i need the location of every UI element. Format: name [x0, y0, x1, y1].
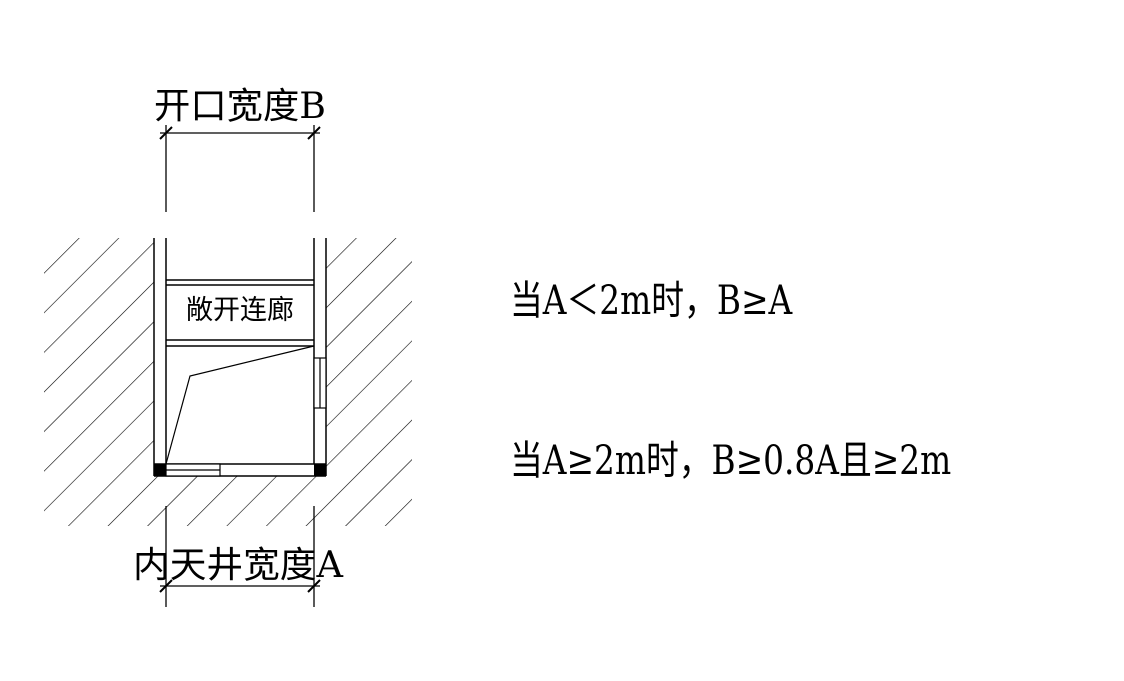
dim-top-label: 开口宽度B — [154, 86, 326, 127]
door-opening — [165, 345, 315, 477]
dimension-courtyard-width — [159, 506, 321, 607]
corridor-label: 敞开连廊 — [186, 295, 294, 326]
dimension-opening-width — [159, 125, 321, 212]
courtyard-walls — [153, 238, 327, 477]
bottom-hatched-base — [154, 476, 326, 526]
window-opening — [313, 357, 327, 409]
right-hatched-wall — [326, 238, 412, 526]
corner-column-right — [314, 464, 326, 476]
corner-column-left — [154, 464, 166, 476]
dim-bottom-label: 内天井宽度A — [133, 545, 344, 586]
rule-narrow-courtyard: 当A＜2m时，B≥A — [510, 278, 793, 324]
left-hatched-wall — [44, 238, 154, 526]
rule-wide-courtyard: 当A≥2m时，B≥0.8A且≥2m — [510, 438, 952, 484]
open-corridor — [166, 279, 314, 347]
